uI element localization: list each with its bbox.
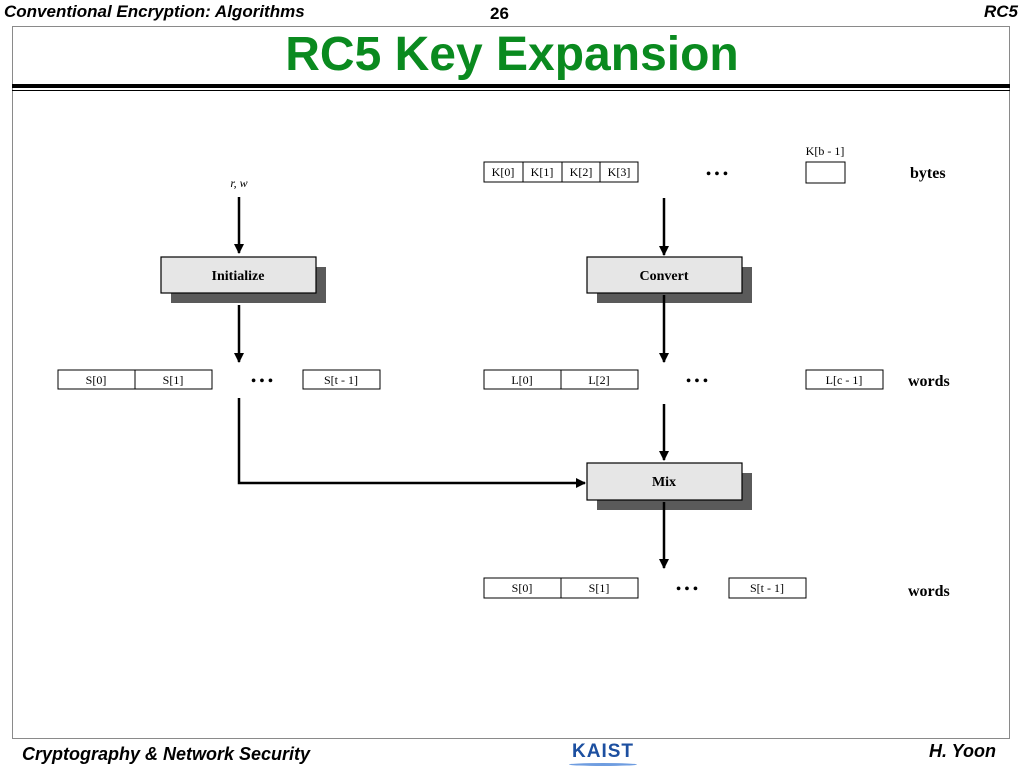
key-byte-cell: K[1] bbox=[531, 165, 554, 179]
s-init-ellipsis: • • • bbox=[251, 374, 273, 389]
title-rule-thin bbox=[12, 90, 1010, 91]
key-last-cell bbox=[805, 161, 846, 184]
key-byte-cell: K[3] bbox=[608, 165, 631, 179]
l-word-cell: L[2] bbox=[588, 373, 609, 387]
kaist-logo: KAIST bbox=[563, 741, 643, 767]
s-init-cell: S[1] bbox=[163, 373, 184, 387]
header-course-section: Conventional Encryption: Algorithms bbox=[4, 2, 305, 21]
s-final-ellipsis: • • • bbox=[676, 582, 698, 597]
footer-author: H. Yoon bbox=[929, 741, 996, 761]
key-bytes-ellipsis: • • • bbox=[706, 167, 728, 182]
l-words-ellipsis: • • • bbox=[686, 374, 708, 389]
s-final-last-label: S[t - 1] bbox=[750, 581, 784, 595]
row-label-words-bottom: words bbox=[908, 583, 950, 600]
kaist-logo-swoosh bbox=[569, 763, 637, 766]
title-rule-thick bbox=[12, 84, 1010, 88]
row-label-bytes: bytes bbox=[910, 165, 946, 182]
mix-box: Mix bbox=[586, 462, 752, 510]
l-word-cell: L[0] bbox=[511, 373, 532, 387]
rw-input-label: r, w bbox=[230, 176, 247, 190]
key-byte-cell: K[2] bbox=[570, 165, 593, 179]
s-init-array: S[0] S[1] bbox=[57, 369, 213, 390]
s-final-array: S[0] S[1] bbox=[483, 577, 639, 599]
s-init-last-cell bbox=[302, 369, 381, 390]
s-final-cell: S[1] bbox=[589, 581, 610, 595]
s-init-to-mix-arrow bbox=[237, 398, 586, 488]
header-topic: RC5 bbox=[983, 2, 1018, 21]
mix-label: Mix bbox=[652, 475, 676, 490]
l-last-cell bbox=[805, 369, 884, 390]
kaist-logo-text: KAIST bbox=[572, 741, 634, 762]
key-byte-cell: K[0] bbox=[492, 165, 515, 179]
slide-title: RC5 Key Expansion bbox=[285, 28, 739, 81]
l-words-array: L[0] L[2] bbox=[483, 369, 639, 390]
s-final-cell: S[0] bbox=[512, 581, 533, 595]
convert-box: Convert bbox=[586, 256, 752, 303]
convert-label: Convert bbox=[640, 269, 689, 284]
key-bytes-array: K[0] K[1] K[2] K[3] bbox=[483, 161, 639, 183]
key-last-label: K[b - 1] bbox=[806, 144, 845, 158]
footer-course-title: Cryptography & Network Security bbox=[22, 744, 311, 764]
row-label-words-mid: words bbox=[908, 373, 950, 390]
l-last-label: L[c - 1] bbox=[826, 373, 863, 387]
slide-frame bbox=[12, 26, 1010, 739]
s-final-last-cell bbox=[728, 577, 807, 599]
initialize-label: Initialize bbox=[212, 269, 265, 284]
s-init-cell: S[0] bbox=[86, 373, 107, 387]
slide-number: 26 bbox=[490, 4, 509, 23]
s-init-last-label: S[t - 1] bbox=[324, 373, 358, 387]
initialize-box: Initialize bbox=[160, 256, 326, 303]
